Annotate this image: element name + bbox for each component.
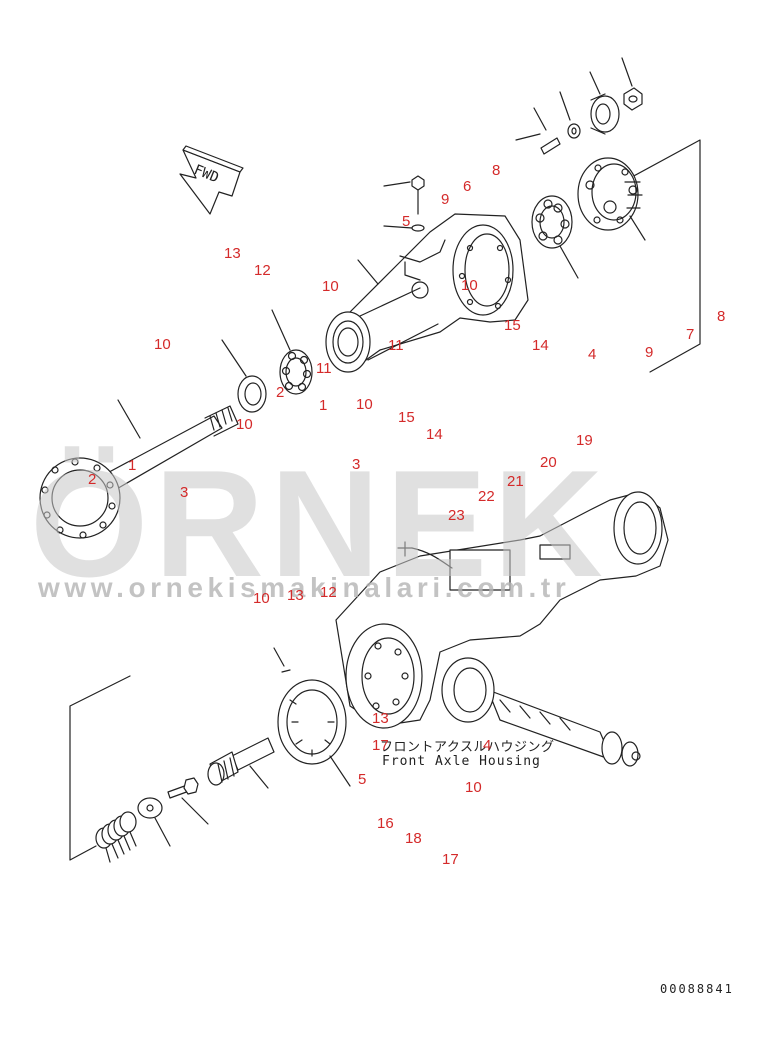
large-ring-bearing [273, 647, 351, 787]
wheel-hub [577, 157, 646, 241]
callout-number[interactable]: 15 [398, 409, 415, 426]
callout-number[interactable]: 10 [461, 277, 478, 294]
callout-number[interactable]: 8 [717, 308, 726, 325]
callout-number[interactable]: 9 [645, 344, 654, 361]
callout-number[interactable]: 3 [352, 456, 361, 473]
callout-number[interactable]: 13 [287, 587, 304, 604]
callout-number[interactable]: 11 [316, 360, 332, 377]
hub-pin [515, 107, 561, 155]
callout-number[interactable]: 23 [448, 507, 465, 524]
callout-number[interactable]: 10 [356, 396, 373, 413]
callout-number[interactable]: 4 [483, 737, 492, 754]
breather-washer [383, 224, 425, 232]
hub-group-frame [629, 139, 701, 373]
callout-number[interactable]: 5 [402, 213, 411, 230]
axle-shaft [39, 399, 239, 539]
callout-number[interactable]: 22 [478, 488, 495, 505]
callout-number[interactable]: 10 [154, 336, 171, 353]
callout-number[interactable]: 13 [224, 245, 241, 262]
callout-number[interactable]: 19 [576, 432, 593, 449]
callout-number[interactable]: 6 [463, 178, 472, 195]
callout-number[interactable]: 2 [88, 471, 97, 488]
callout-number[interactable]: 13 [372, 710, 389, 727]
axle-seal-left [221, 339, 267, 413]
callout-number[interactable]: 12 [254, 262, 271, 279]
callout-number[interactable]: 21 [507, 473, 524, 490]
axle-housing-upper [325, 213, 529, 373]
fwd-direction-arrow: FWD [179, 145, 244, 215]
callout-number[interactable]: 1 [319, 397, 328, 414]
axle-bearing-left [271, 309, 313, 395]
callout-number[interactable]: 12 [320, 584, 337, 601]
hub-washer [559, 91, 581, 139]
shim-stack [95, 811, 137, 863]
callout-number[interactable]: 11 [388, 337, 404, 354]
assembly-label-jp: フロントアクスルハウジング [380, 740, 555, 755]
callout-number[interactable]: 10 [236, 416, 253, 433]
callout-number[interactable]: 1 [128, 457, 137, 474]
callout-number[interactable]: 8 [492, 162, 501, 179]
callout-number[interactable]: 14 [532, 337, 549, 354]
lock-washer [137, 797, 171, 847]
callout-number[interactable]: 3 [180, 484, 189, 501]
assembly-label-en: Front Axle Housing [382, 754, 541, 769]
callout-number[interactable]: 17 [372, 737, 389, 754]
hub-nut [621, 57, 643, 111]
breather-bolt [383, 175, 425, 215]
callout-number[interactable]: 14 [426, 426, 443, 443]
callout-number[interactable]: 9 [441, 191, 450, 208]
callout-number[interactable]: 18 [405, 830, 422, 847]
callout-number[interactable]: 10 [253, 590, 270, 607]
callout-number[interactable]: 4 [588, 346, 597, 363]
callout-number[interactable]: 5 [358, 771, 367, 788]
callout-number[interactable]: 15 [504, 317, 521, 334]
lower-group-frame [69, 675, 131, 861]
callout-number[interactable]: 2 [276, 384, 285, 401]
callout-number[interactable]: 20 [540, 454, 557, 471]
pinion-shaft [207, 737, 275, 789]
hub-ring-gear [589, 71, 620, 135]
drawing-number: 00088841 [660, 982, 734, 996]
axle-housing-assembly [335, 491, 669, 767]
callout-number[interactable]: 16 [377, 815, 394, 832]
callout-number[interactable]: 10 [465, 779, 482, 796]
callout-number[interactable]: 10 [322, 278, 339, 295]
callout-number[interactable]: 17 [442, 851, 459, 868]
callout-number[interactable]: 7 [686, 326, 695, 343]
retaining-bolt [167, 777, 209, 825]
hub-bearing [531, 195, 579, 279]
